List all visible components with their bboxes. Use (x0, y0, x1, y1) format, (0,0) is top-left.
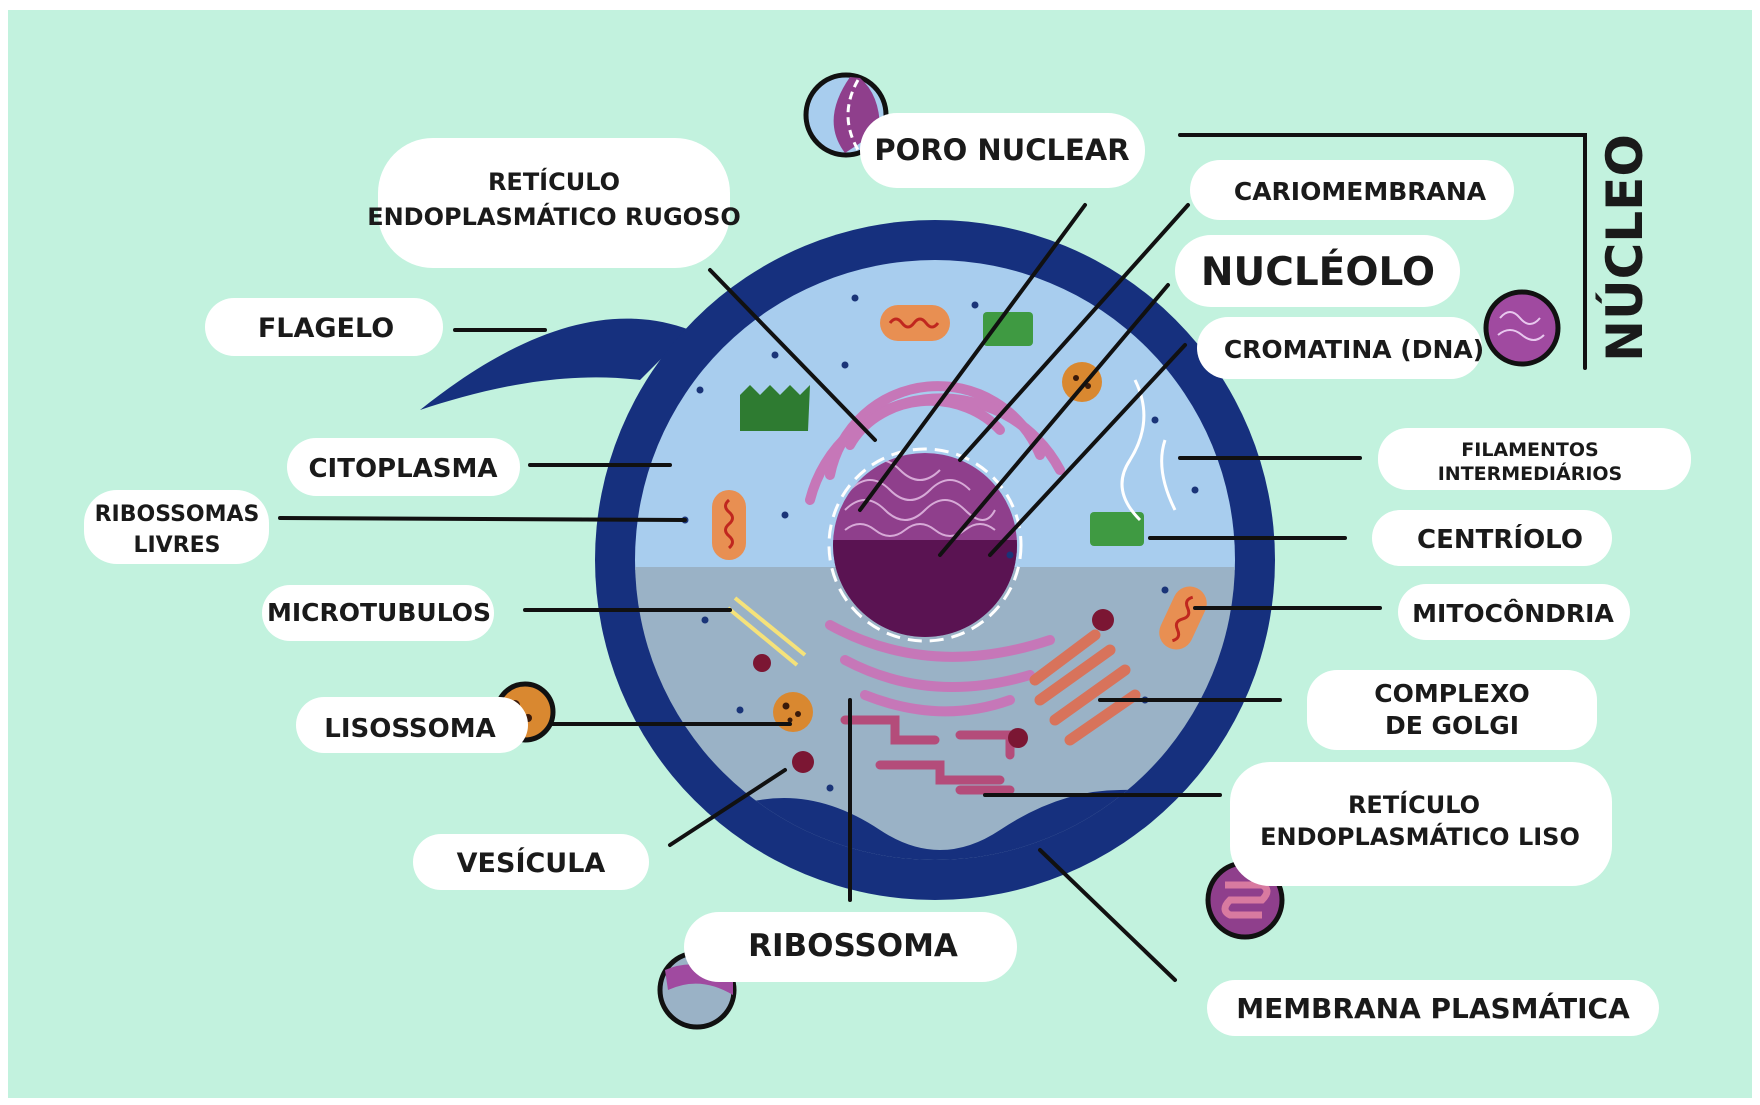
zoom-circle-chromatin (1486, 292, 1558, 364)
label-nucleo: NÚCLEO (1595, 134, 1654, 362)
svg-text:CENTRÍOLO: CENTRÍOLO (1417, 523, 1583, 555)
label-filamentos-intermediarios: FILAMENTOS INTERMEDIÁRIOS (1378, 428, 1691, 490)
svg-text:PORO NUCLEAR: PORO NUCLEAR (874, 133, 1129, 167)
label-complexo-golgi: COMPLEXO DE GOLGI (1307, 670, 1597, 750)
svg-text:CITOPLASMA: CITOPLASMA (308, 454, 497, 484)
label-poro-nuclear: PORO NUCLEAR (860, 113, 1145, 188)
svg-text:INTERMEDIÁRIOS: INTERMEDIÁRIOS (1438, 462, 1623, 485)
label-cromatina: CROMATINA (DNA) (1197, 317, 1484, 379)
vesicle (1092, 609, 1114, 631)
svg-text:CARIOMEMBRANA: CARIOMEMBRANA (1234, 177, 1487, 206)
svg-text:FILAMENTOS: FILAMENTOS (1461, 439, 1598, 461)
svg-text:NUCLÉOLO: NUCLÉOLO (1201, 248, 1435, 295)
svg-text:ENDOPLASMÁTICO LISO: ENDOPLASMÁTICO LISO (1260, 822, 1580, 851)
label-vesicula: VESÍCULA (413, 834, 649, 890)
svg-text:RIBOSSOMA: RIBOSSOMA (748, 928, 958, 964)
label-reticulo-rugoso: RETÍCULO ENDOPLASMÁTICO RUGOSO (367, 138, 741, 268)
svg-text:LIVRES: LIVRES (133, 533, 220, 558)
svg-text:MITOCÔNDRIA: MITOCÔNDRIA (1412, 598, 1614, 628)
label-flagelo: FLAGELO (205, 298, 443, 356)
label-membrana-plasmatica: MEMBRANA PLASMÁTICA (1207, 980, 1659, 1036)
label-ribossoma: RIBOSSOMA (684, 912, 1017, 982)
svg-text:MICROTUBULOS: MICROTUBULOS (267, 598, 491, 627)
svg-text:RETÍCULO: RETÍCULO (488, 167, 620, 196)
centriole-top (983, 312, 1033, 346)
svg-text:FLAGELO: FLAGELO (258, 313, 394, 344)
label-citoplasma: CITOPLASMA (287, 438, 520, 496)
label-ribossomas-livres: RIBOSSOMAS LIVRES (84, 490, 269, 564)
svg-text:DE GOLGI: DE GOLGI (1385, 711, 1519, 740)
mitochondrion-left (712, 490, 746, 560)
svg-text:LISOSSOMA: LISOSSOMA (324, 714, 495, 744)
vesicle (1008, 728, 1028, 748)
label-cariomembrana: CARIOMEMBRANA (1190, 160, 1514, 220)
svg-text:MEMBRANA PLASMÁTICA: MEMBRANA PLASMÁTICA (1236, 991, 1630, 1025)
vesicle (792, 751, 814, 773)
svg-text:VESÍCULA: VESÍCULA (457, 847, 606, 879)
svg-text:COMPLEXO: COMPLEXO (1374, 679, 1529, 708)
svg-text:RETÍCULO: RETÍCULO (1348, 790, 1480, 819)
label-reticulo-liso: RETÍCULO ENDOPLASMÁTICO LISO (1230, 762, 1612, 886)
svg-text:ENDOPLASMÁTICO RUGOSO: ENDOPLASMÁTICO RUGOSO (367, 202, 741, 231)
svg-text:NÚCLEO: NÚCLEO (1595, 134, 1654, 362)
label-centriolo: CENTRÍOLO (1372, 510, 1612, 566)
label-mitocondria: MITOCÔNDRIA (1398, 584, 1630, 640)
mitochondrion-top (880, 305, 950, 341)
label-microtubulos: MICROTUBULOS (262, 585, 494, 641)
label-nucleolo: NUCLÉOLO (1175, 235, 1460, 307)
label-lisossoma: LISOSSOMA (296, 697, 528, 753)
svg-text:RIBOSSOMAS: RIBOSSOMAS (95, 502, 260, 527)
vesicle (753, 654, 771, 672)
svg-text:CROMATINA (DNA): CROMATINA (DNA) (1224, 335, 1484, 364)
